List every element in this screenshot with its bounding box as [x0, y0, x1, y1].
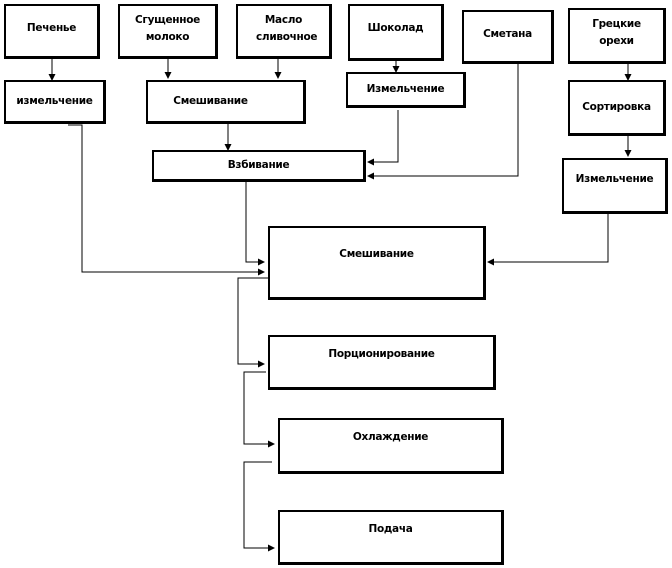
step-mixing-2-label: Смешивание	[339, 248, 414, 260]
ingredient-sour-cream: Сметана	[462, 10, 554, 64]
step-mixing-1-label: Смешивание	[173, 94, 248, 107]
step-grinding-cookies-label: измельчение	[16, 94, 93, 107]
arrow-portioning-to-cooling	[243, 371, 275, 448]
step-cooling: Охлаждение	[278, 418, 504, 474]
step-sorting-label: Сортировка	[582, 100, 651, 113]
ingredient-walnuts-label: Грецкие орехи	[592, 18, 641, 47]
arrow-mixing-to-portioning	[237, 277, 268, 368]
step-serving-label: Подача	[368, 523, 413, 535]
step-serving: Подача	[278, 510, 504, 565]
step-portioning-label: Порционирование	[328, 348, 435, 360]
step-grinding-chocolate-label: Измельчение	[366, 82, 445, 95]
step-portioning: Порционирование	[268, 335, 496, 390]
arrow-chocolate-grinding-to-whipping	[367, 110, 399, 166]
ingredient-chocolate: Шоколад	[348, 4, 444, 61]
step-sorting: Сортировка	[568, 80, 666, 136]
arrow-nuts-grinding-to-mixing	[487, 211, 609, 266]
arrow-cooling-to-serving	[243, 461, 275, 552]
ingredient-cookies: Печенье	[4, 4, 100, 59]
step-mixing-2: Смешивание	[268, 226, 486, 300]
ingredient-chocolate-label: Шоколад	[367, 22, 424, 34]
step-grinding-nuts: Измельчение	[562, 158, 668, 214]
ingredient-condensed-milk-label: Сгущенное молоко	[135, 14, 200, 43]
step-whipping-label: Взбивание	[227, 158, 290, 171]
ingredient-condensed-milk: Сгущенное молоко	[118, 4, 218, 59]
step-whipping: Взбивание	[152, 150, 366, 182]
step-mixing-1: Смешивание	[146, 80, 306, 124]
ingredient-walnuts: Грецкие орехи	[568, 8, 666, 64]
arrow-whipping-to-mixing	[245, 182, 265, 266]
ingredient-sour-cream-label: Сметана	[483, 28, 532, 40]
ingredient-butter-label: Масло сливочное	[256, 14, 318, 43]
step-grinding-chocolate: Измельчение	[346, 72, 466, 108]
ingredient-butter: Масло сливочное	[236, 4, 332, 59]
step-cooling-label: Охлаждение	[352, 431, 429, 443]
ingredient-cookies-label: Печенье	[26, 22, 77, 34]
step-grinding-nuts-label: Измельчение	[575, 173, 654, 185]
arrow-cookies-grinding-to-mixing	[68, 124, 265, 276]
step-grinding-cookies: измельчение	[4, 80, 106, 124]
